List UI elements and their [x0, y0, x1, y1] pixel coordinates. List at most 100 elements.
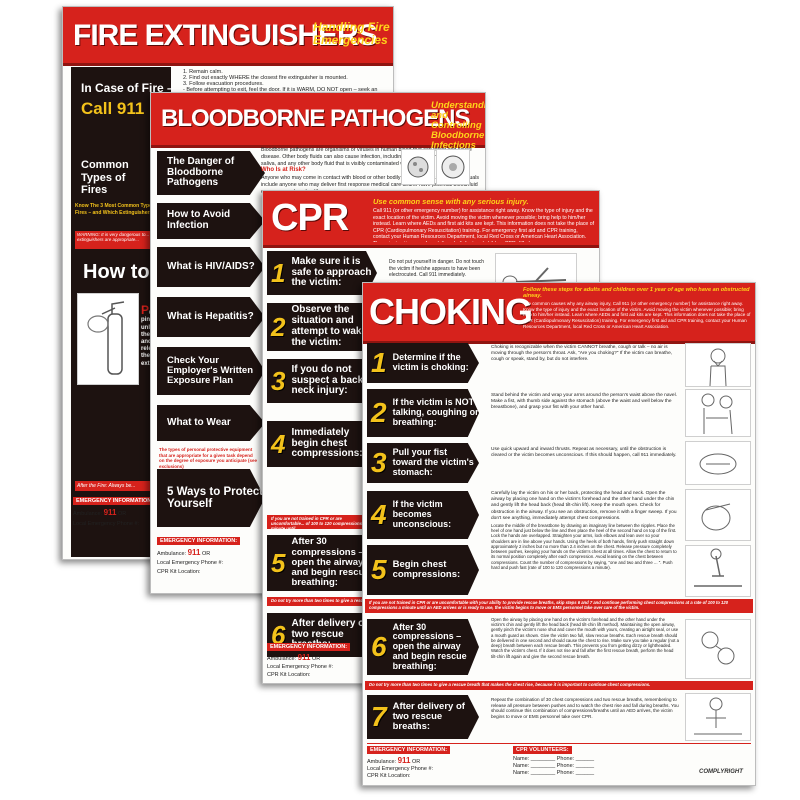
choking-volunteer-row-1: Name: ________ Phone: ______ — [513, 756, 595, 762]
cpr-step-3-label: If you do not suspect a back or neck inj… — [291, 363, 376, 397]
blood-who-at-risk: Who Is at Risk? — [261, 167, 306, 173]
cpr-step-1-note: Do not put yourself in danger. Do not to… — [389, 259, 485, 278]
cpr-emergency-label: EMERGENCY INFORMATION: — [267, 643, 351, 651]
choking-intro: The common causes why any airway injury,… — [523, 301, 751, 329]
choking-step-1-label: Determine if the victim is choking: — [392, 352, 469, 372]
cell-icon — [441, 155, 465, 179]
blood-section-hepatitis: What is Hepatitis? — [157, 297, 265, 337]
cpr-cycle-icon — [694, 697, 742, 735]
chest-compression-icon — [694, 548, 742, 587]
blood-section-exposure-plan-label: Check Your Employer's Written Exposure P… — [167, 354, 254, 387]
choking-step-3-number: 3 — [371, 446, 387, 478]
choking-step-3-illustration — [685, 441, 751, 485]
fist-icon — [699, 453, 737, 475]
fire-title: FIRE EXTINGUISHERS — [73, 19, 378, 52]
choking-emergency-info: EMERGENCY INFORMATION: Ambulance: 911 OR… — [367, 746, 507, 779]
blood-section-what-to-wear-label: What to Wear — [167, 416, 231, 428]
fire-local-phone: Local Emergency Phone #: — [73, 521, 140, 527]
blood-cpr-kit: CPR Kit Location: — [157, 569, 201, 575]
choking-cpr-kit: CPR Kit Location: — [367, 773, 411, 779]
choking-title: CHOKING — [369, 291, 533, 332]
cpr-kit-location: CPR Kit Location: — [267, 672, 311, 678]
choking-step-2-number: 2 — [371, 396, 387, 428]
cpr-intro: Call 911 (or other emergency number) for… — [373, 208, 595, 242]
blood-section-hiv: What is HIV/AIDS? — [157, 247, 265, 287]
choking-step-5-number: 5 — [371, 553, 387, 585]
choking-911: 911 — [397, 756, 411, 765]
choking-footer-rule — [367, 743, 751, 744]
cpr-911: 911 — [297, 653, 311, 662]
choking-step-6-number: 6 — [371, 630, 387, 662]
cpr-subtitle: Use common sense with any serious injury… — [373, 197, 529, 206]
choking-step-1-number: 1 — [371, 346, 387, 378]
blood-title: BLOODBORNE PATHOGENS — [161, 105, 470, 132]
choking-step-1-illustration — [685, 343, 751, 387]
blood-local-phone: Local Emergency Phone #: — [157, 560, 224, 566]
fire-common-types: Common Types of Fires — [81, 159, 129, 197]
blood-section-danger: The Danger of Bloodborne Pathogens — [157, 151, 265, 195]
choking-step-4-label: If the victim becomes unconscious: — [392, 499, 452, 529]
fire-ambulance-row: Ambulance: 911 OR — [73, 508, 173, 517]
fire-in-case: In Case of Fire – — [81, 81, 174, 95]
choking-step-2-desc: Stand behind the victim and wrap your ar… — [491, 393, 677, 411]
cpr-warning-1: If you are not trained in CPR or are unc… — [267, 515, 375, 529]
choking-step-6-label: After 30 compressions – open the airway … — [392, 621, 467, 671]
choking-person-icon — [709, 348, 727, 387]
cpr-step-6-number: 6 — [271, 619, 286, 650]
cpr-step-3: 3 If you do not suspect a back or neck i… — [267, 359, 377, 403]
cpr-step-4: 4 Immediately begin chest compressions: — [267, 421, 377, 467]
cpr-step-5-number: 5 — [271, 547, 286, 578]
choking-step-4-desc: Carefully lay the victim on his or her b… — [491, 491, 677, 521]
volunteer-phone-label: Phone: — [556, 763, 575, 769]
fire-how-to: How to — [83, 261, 150, 283]
blood-911: 911 — [187, 548, 201, 557]
airway-check-icon — [701, 503, 731, 531]
choking-warning-2: Do not try more than two times to give a… — [365, 681, 753, 690]
choking-step-2: 2 If the victim is NOT talking, coughing… — [367, 389, 479, 437]
choking-volunteer-row-3: Name: ________ Phone: ______ — [513, 770, 595, 776]
choking-step-5-label: Begin chest compressions: — [392, 558, 461, 580]
fire-or: OR — [118, 511, 127, 517]
choking-or: OR — [412, 759, 421, 765]
choking-step-6-illustration — [685, 619, 751, 679]
cpr-step-1: 1 Make sure it is safe to approach the v… — [267, 251, 377, 295]
blood-intro: Bloodborne pathogens are organisms or vi… — [261, 147, 472, 167]
fire-ambulance-label: Ambulance: — [73, 511, 103, 517]
blood-ambulance-label: Ambulance: — [157, 551, 187, 557]
choking-volunteers-label: CPR VOLUNTEERS: — [513, 746, 572, 754]
cpr-step-4-label: Immediately begin chest compressions: — [291, 426, 363, 460]
volunteer-name-label: Name: — [513, 763, 530, 769]
blood-subtitle: Understanding and Controlling Bloodborne… — [431, 100, 486, 151]
cpr-emergency-block: EMERGENCY INFORMATION: Ambulance: 911 OR… — [267, 643, 377, 678]
choking-step-5-desc: Locate the middle of the breastbone by d… — [491, 523, 677, 570]
blood-banner: BLOODBORNE PATHOGENS Understanding and C… — [151, 93, 486, 151]
blood-or: OR — [202, 551, 211, 557]
choking-step-7-label: After delivery of two rescue breaths: — [392, 700, 465, 733]
choking-ambulance-label: Ambulance: — [367, 759, 397, 765]
volunteer-name-label: Name: — [513, 770, 530, 776]
blood-emergency-info: EMERGENCY INFORMATION: Ambulance: 911 OR… — [157, 537, 267, 575]
choking-step-7-illustration — [685, 693, 751, 741]
choking-banner: CHOKING Follow these steps for adults an… — [363, 283, 755, 344]
choking-subtitle: Follow these steps for adults and childr… — [523, 287, 750, 300]
extinguisher-icon — [87, 301, 125, 375]
choking-step-5: 5 Begin chest compressions: — [367, 545, 479, 595]
cpr-step-1-number: 1 — [271, 257, 286, 288]
blood-virus-illustration — [401, 149, 435, 185]
blood-section-what-to-wear: What to Wear — [157, 405, 265, 441]
choking-emergency-label: EMERGENCY INFORMATION: — [367, 746, 451, 754]
cpr-step-4-number: 4 — [271, 428, 286, 459]
cpr-step-3-number: 3 — [271, 365, 286, 396]
choking-step-3: 3 Pull your fist toward the victim's sto… — [367, 443, 479, 483]
blood-section-hiv-label: What is HIV/AIDS? — [167, 260, 255, 272]
choking-local-phone: Local Emergency Phone #: — [367, 766, 434, 772]
choking-step-6-desc: Open the airway by placing one hand on t… — [491, 617, 679, 659]
cpr-banner: CPR Use common sense with any serious in… — [263, 191, 599, 248]
volunteer-phone-label: Phone: — [556, 770, 575, 776]
blood-ambulance-row: Ambulance: 911 OR — [157, 548, 267, 557]
fire-after: After the Fire: Always be... — [75, 481, 171, 491]
blood-section-avoid-label: How to Avoid Infection — [167, 209, 231, 231]
blood-cell-illustration — [436, 149, 470, 185]
blood-section-5-ways: 5 Ways to Protect Yourself — [157, 469, 265, 527]
choking-step-7-desc: Repeat the combination of 30 chest compr… — [491, 697, 679, 720]
